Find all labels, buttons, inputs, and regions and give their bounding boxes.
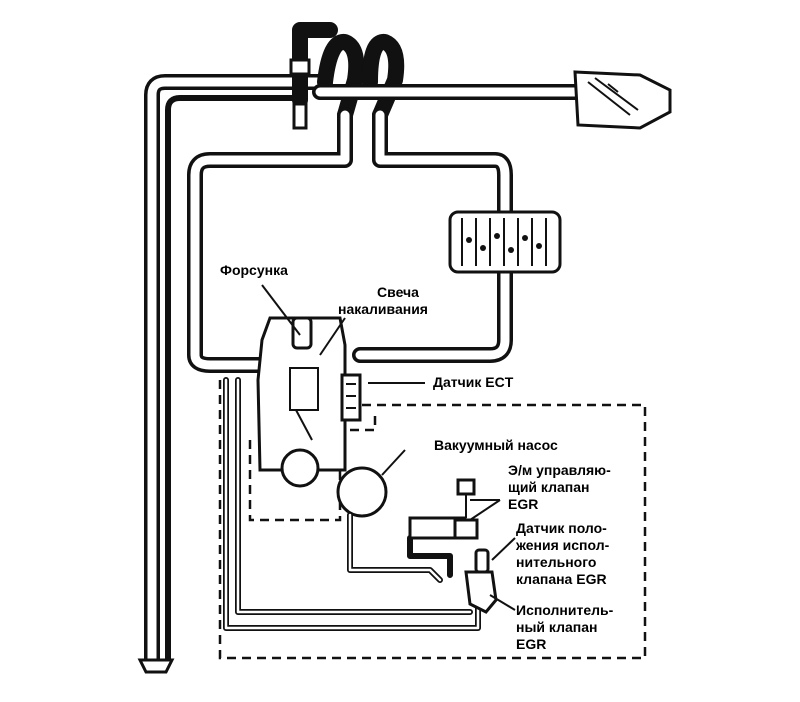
label-egr-position-line2: жения испол- xyxy=(516,537,610,553)
ect-dashed-link xyxy=(343,405,377,432)
label-egr-valve: Исполнитель- ный клапан EGR xyxy=(516,602,613,653)
label-egr-solenoid-line1: Э/м управляю- xyxy=(508,462,611,478)
label-ect-sensor: Датчик ECT xyxy=(433,374,514,390)
label-egr-position-sensor: Датчик поло- жения испол- нительного кла… xyxy=(516,520,609,588)
control-boundary-dashed xyxy=(218,380,647,660)
label-glow-plug-line2: накаливания xyxy=(338,301,428,317)
catalyst-muffler xyxy=(573,70,672,130)
ect-sensor-body xyxy=(340,373,362,422)
label-egr-position-line4: клапана EGR xyxy=(516,571,607,587)
egr-solenoid xyxy=(408,478,479,540)
label-egr-valve-line1: Исполнитель- xyxy=(516,602,614,618)
engine-block xyxy=(256,316,388,518)
top-sensor xyxy=(289,40,311,130)
egr-cooler xyxy=(448,210,562,274)
leader-lines xyxy=(261,284,516,611)
label-egr-position-line3: нительного xyxy=(516,554,597,570)
coolant-loop xyxy=(187,107,513,373)
label-glow-plug: Свеча накаливания xyxy=(338,284,428,318)
label-egr-solenoid-line2: щий клапан xyxy=(508,479,590,495)
pipe-outlet xyxy=(137,658,175,674)
label-injector: Форсунка xyxy=(220,262,288,278)
vacuum-lines xyxy=(223,377,481,631)
label-egr-position-line1: Датчик поло- xyxy=(516,520,607,536)
label-egr-solenoid: Э/м управляю- щий клапан EGR xyxy=(508,462,611,513)
exhaust-pipe-left xyxy=(144,74,333,668)
label-egr-solenoid-line3: EGR xyxy=(508,496,539,512)
label-egr-valve-line2: ный клапан xyxy=(516,619,598,635)
egr-valve xyxy=(464,548,498,614)
label-egr-valve-line3: EGR xyxy=(516,636,547,652)
label-glow-plug-line1: Свеча xyxy=(377,284,419,300)
exhaust-manifold-loops xyxy=(292,22,608,123)
label-vacuum-pump: Вакуумный насос xyxy=(434,437,558,453)
